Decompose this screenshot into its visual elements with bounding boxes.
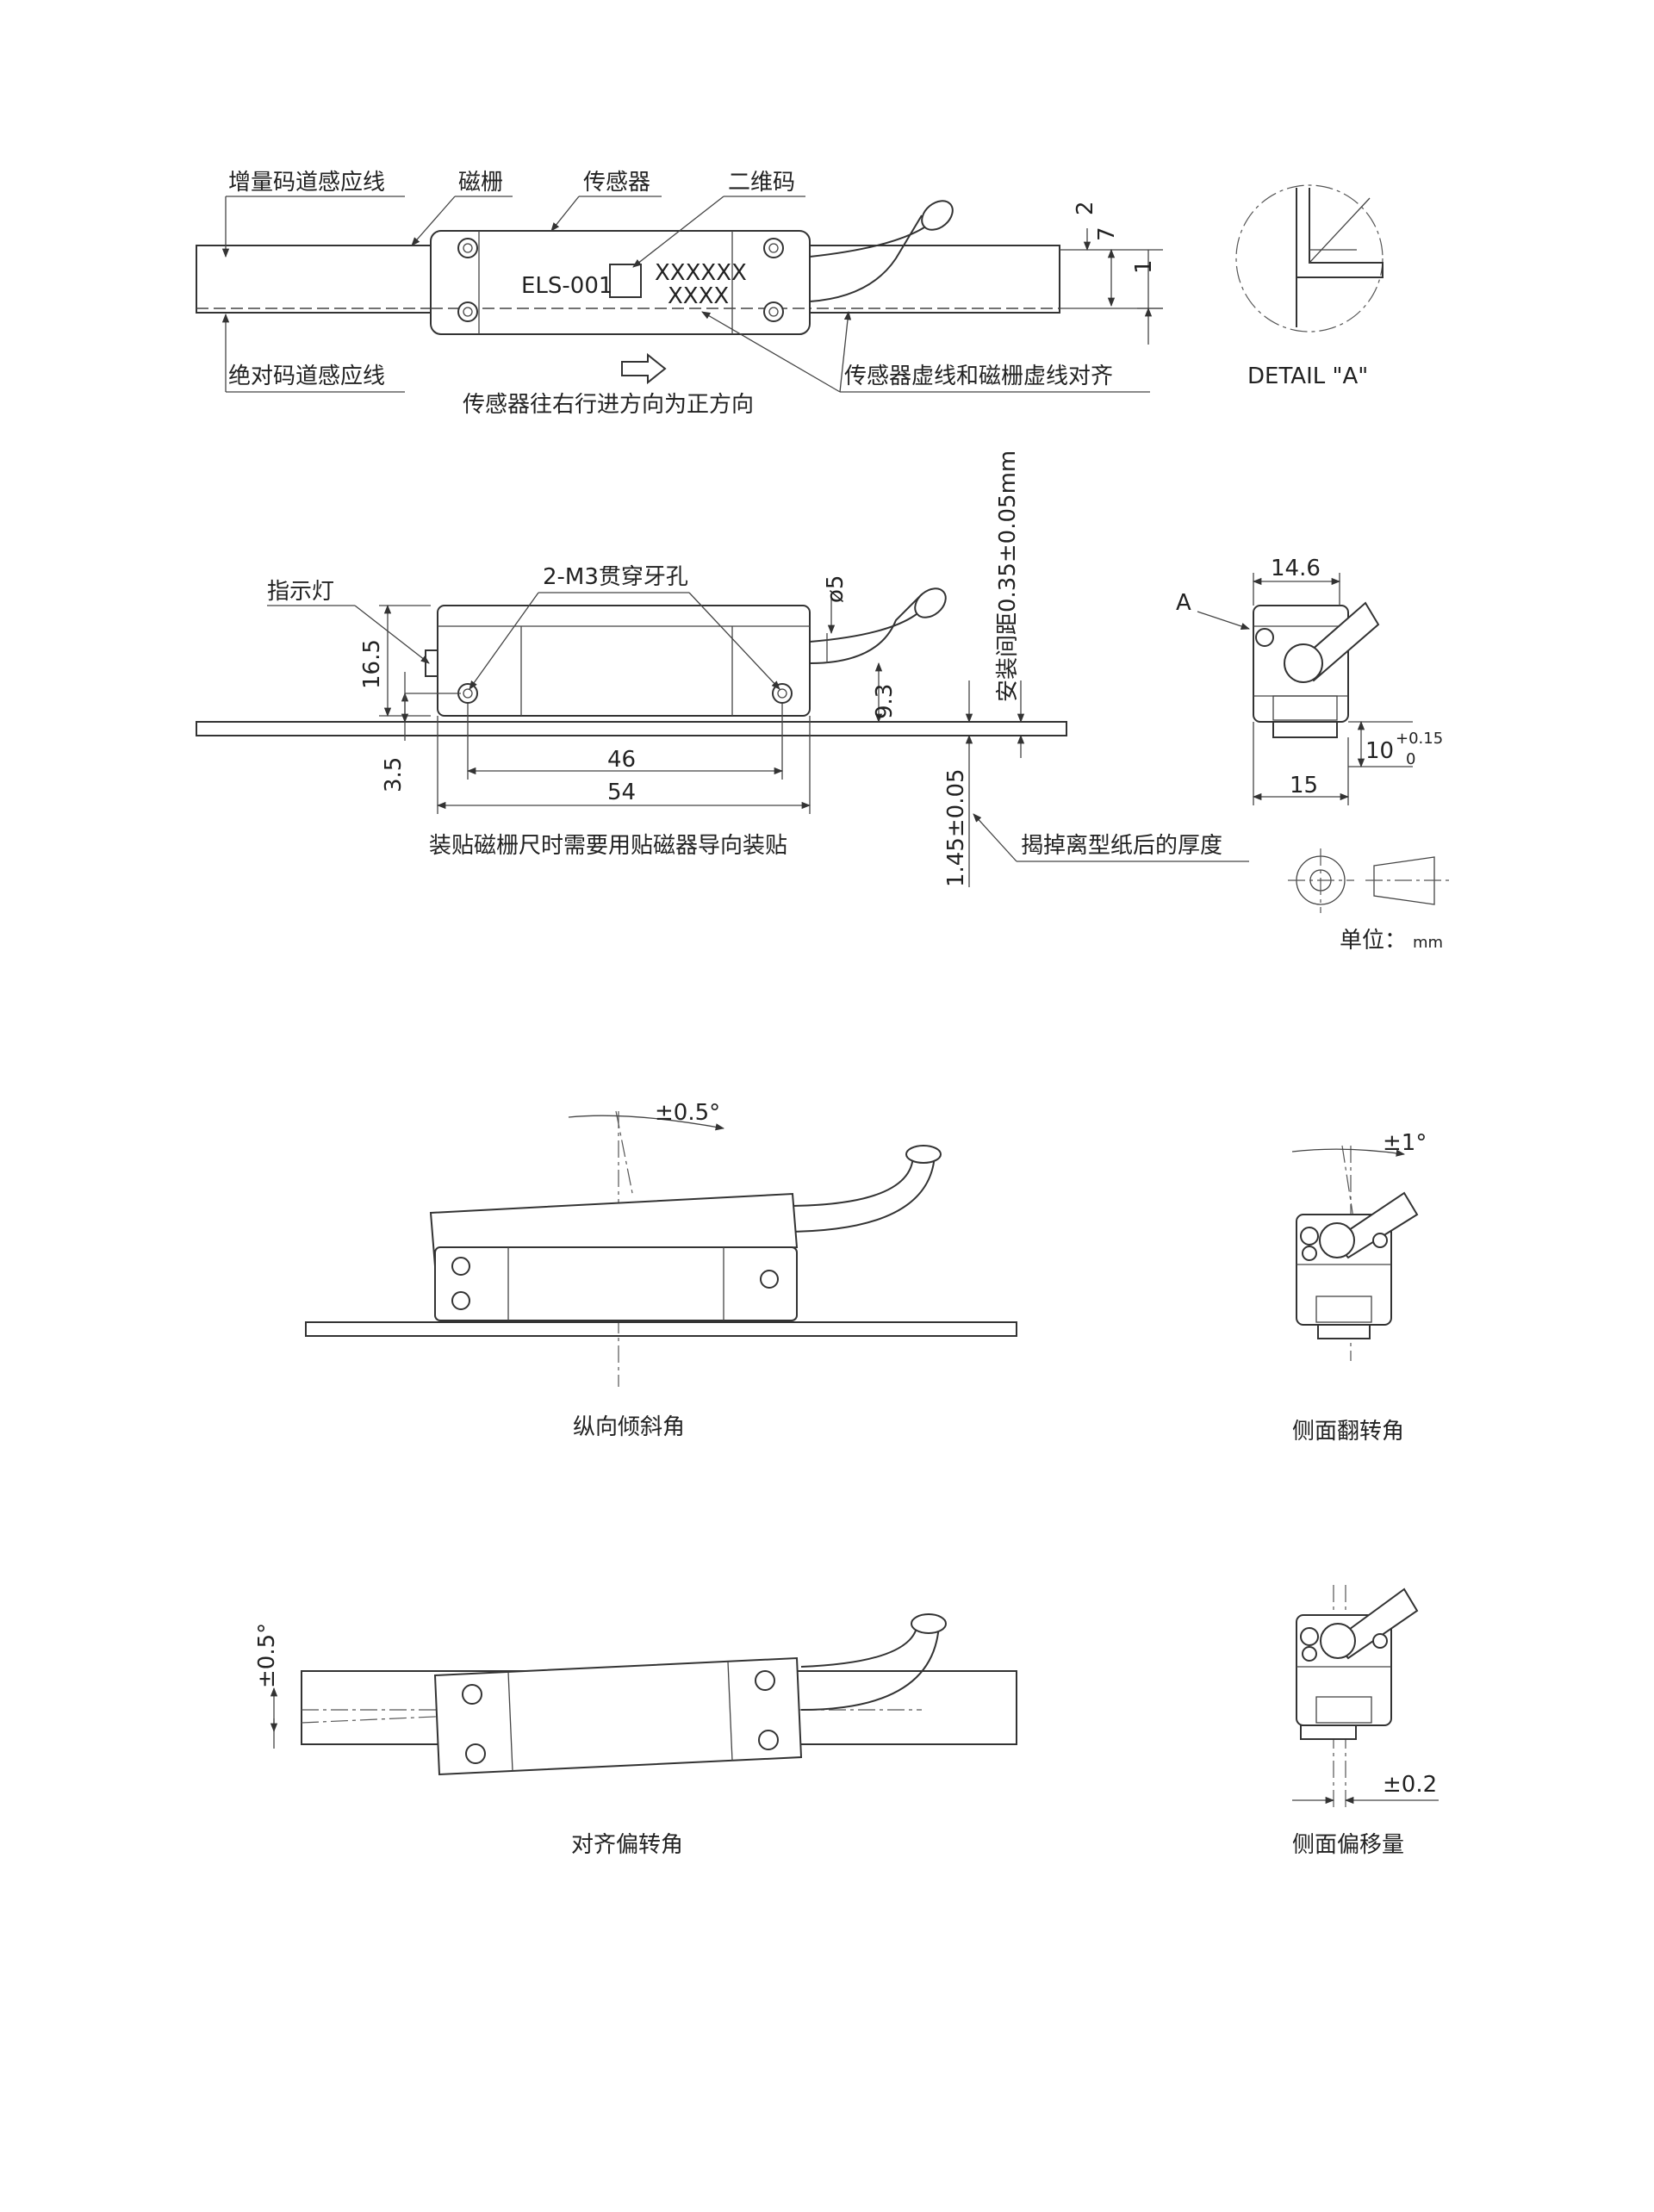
- roll-diagram: ±1° 侧面翻转角: [1291, 1130, 1427, 1445]
- dim-46: 46: [607, 747, 636, 773]
- dim-14-6: 14.6: [1271, 556, 1321, 581]
- detail-title: DETAIL "A": [1247, 363, 1368, 389]
- screw-bl: [457, 301, 478, 322]
- dim-10: 10: [1365, 738, 1394, 764]
- mount-hole-left: [457, 683, 478, 704]
- sensor-body-front: [437, 605, 811, 717]
- dim-9-3: 9.3: [872, 684, 898, 719]
- label-install-gap: 安装间距0.35±0.05mm: [995, 450, 1021, 702]
- unit-value: mm: [1413, 934, 1443, 952]
- offset-diagram: ±0.2 侧面偏移量: [1292, 1585, 1439, 1858]
- label-holes: 2-M3贯穿牙孔: [543, 564, 688, 590]
- dim-7: 7: [1094, 227, 1120, 241]
- mount-hole-right: [772, 683, 793, 704]
- dim-2: 2: [1073, 201, 1098, 215]
- qr-code-box: [609, 264, 642, 298]
- dim-10-upper: +0.15: [1396, 730, 1443, 748]
- label-qr: 二维码: [728, 170, 795, 196]
- label-incremental-track: 增量码道感应线: [228, 170, 385, 196]
- unit-label: 单位：: [1340, 928, 1407, 954]
- dim-16-5: 16.5: [359, 639, 385, 689]
- yaw-value: ±0.5°: [254, 1623, 280, 1688]
- screw-tr: [763, 238, 784, 258]
- label-scale: 磁栅: [458, 170, 503, 196]
- detail-a: DETAIL "A": [1235, 184, 1384, 389]
- label-a: A: [1176, 590, 1191, 616]
- label-direction: 传感器往右行进方向为正方向: [463, 392, 754, 418]
- dim-54: 54: [607, 780, 636, 805]
- offset-value: ±0.2: [1383, 1772, 1437, 1798]
- detail-circle: [1235, 184, 1384, 332]
- roll-caption: 侧面翻转角: [1292, 1419, 1404, 1445]
- label-absolute-track: 绝对码道感应线: [228, 363, 385, 389]
- dim-3-5: 3.5: [381, 757, 407, 792]
- dim-1-45: 1.45±0.05: [943, 768, 969, 887]
- direction-arrow-icon: [621, 352, 667, 385]
- yawed-sensor: [433, 1656, 803, 1776]
- dim-phi5: ø5: [823, 575, 849, 603]
- dim-15: 15: [1290, 773, 1318, 798]
- pitch-diagram: ±0.5° 纵向倾斜角: [305, 1100, 1017, 1440]
- projection-symbol-icon: [1288, 848, 1452, 913]
- label-install-note: 装贴磁栅尺时需要用贴磁器导向装贴: [429, 833, 787, 859]
- code-line1: XXXXXX: [655, 260, 747, 286]
- screw-tl: [457, 238, 478, 258]
- roll-value: ±1°: [1383, 1130, 1427, 1156]
- front-view: 指示灯 2-M3贯穿牙孔 16.5 3.5 46 54 装贴磁栅尺时需要用贴磁器…: [196, 450, 1249, 887]
- code-line2: XXXX: [668, 283, 729, 309]
- label-indicator: 指示灯: [267, 579, 334, 605]
- yaw-diagram: ±0.5° 对齐偏转角: [254, 1613, 1017, 1858]
- label-sensor: 传感器: [583, 170, 650, 196]
- label-thickness: 揭掉离型纸后的厚度: [1021, 833, 1222, 859]
- label-align: 传感器虚线和磁栅虚线对齐: [844, 363, 1113, 389]
- side-view: A 14.6 10 +0.15 0 15 单位： mm: [1176, 556, 1452, 954]
- offset-caption: 侧面偏移量: [1292, 1832, 1404, 1858]
- base-plate: [196, 721, 1067, 736]
- dim-10-lower: 0: [1406, 750, 1415, 768]
- yaw-caption: 对齐偏转角: [571, 1832, 683, 1858]
- screw-br: [763, 301, 784, 322]
- indicator-led: [425, 649, 438, 677]
- pitch-value: ±0.5°: [655, 1100, 720, 1126]
- pitch-caption: 纵向倾斜角: [573, 1414, 685, 1440]
- dim-1: 1: [1131, 259, 1157, 274]
- cable-end: [921, 200, 954, 231]
- top-view: ELS-001 XXXXXX XXXX 增量码道感应线 磁栅 传感器 二维码 绝…: [196, 170, 1163, 418]
- model-label: ELS-001: [521, 273, 612, 299]
